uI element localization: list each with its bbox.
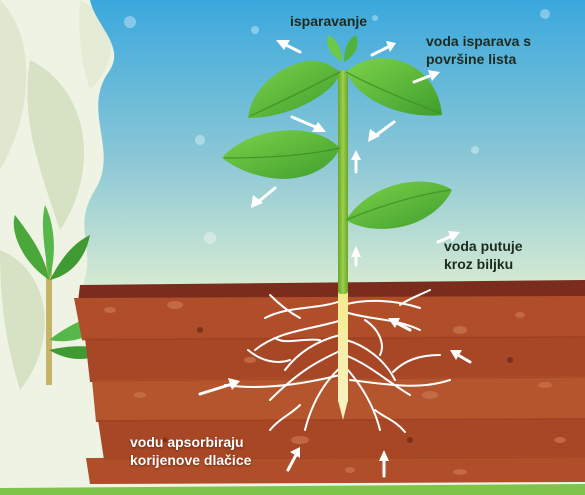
arrow-soil-bottom-1 [286, 447, 300, 472]
leaf-top-left [248, 60, 340, 118]
stem [338, 70, 348, 294]
arrow-soil-right-1 [388, 318, 412, 332]
arrow-stem-1 [351, 150, 361, 174]
arrow-evaporation-left [276, 40, 302, 54]
leaf-top-bud-left [327, 35, 342, 62]
arrow-leaf-right-1 [412, 70, 440, 84]
leaf-top-right [346, 58, 442, 116]
soil [74, 296, 585, 484]
arrow-leaf-right-2 [368, 120, 396, 142]
arrow-soil-right-2 [450, 350, 472, 364]
label-leaf-evaporation: voda isparava s površine lista [426, 33, 532, 67]
label-absorption: vodu apsorbiraju korijenove dlačice [130, 434, 252, 468]
leaves [222, 35, 452, 229]
sky-bubbles [124, 9, 550, 244]
arrow-evaporation-right [370, 41, 396, 57]
arrow-leaf-left-1 [290, 115, 326, 132]
leaf-top-bud-right [344, 35, 358, 62]
stem-root-part [338, 292, 348, 402]
arrow-stem-2 [351, 246, 361, 267]
leaf-middle-left [222, 130, 340, 179]
arrow-soil-left [198, 378, 240, 396]
roots [224, 289, 451, 433]
grass-strip [0, 484, 585, 495]
stem-root-tip [338, 400, 348, 420]
label-evaporation: isparavanje [290, 13, 368, 29]
arrows [198, 40, 472, 478]
arrow-soil-bottom-2 [379, 450, 389, 478]
label-transport: voda putuje kroz biljku [444, 238, 523, 272]
arrow-transport [436, 231, 460, 244]
arrow-leaf-left-2 [251, 186, 277, 208]
leaf-lower-right [346, 181, 452, 229]
